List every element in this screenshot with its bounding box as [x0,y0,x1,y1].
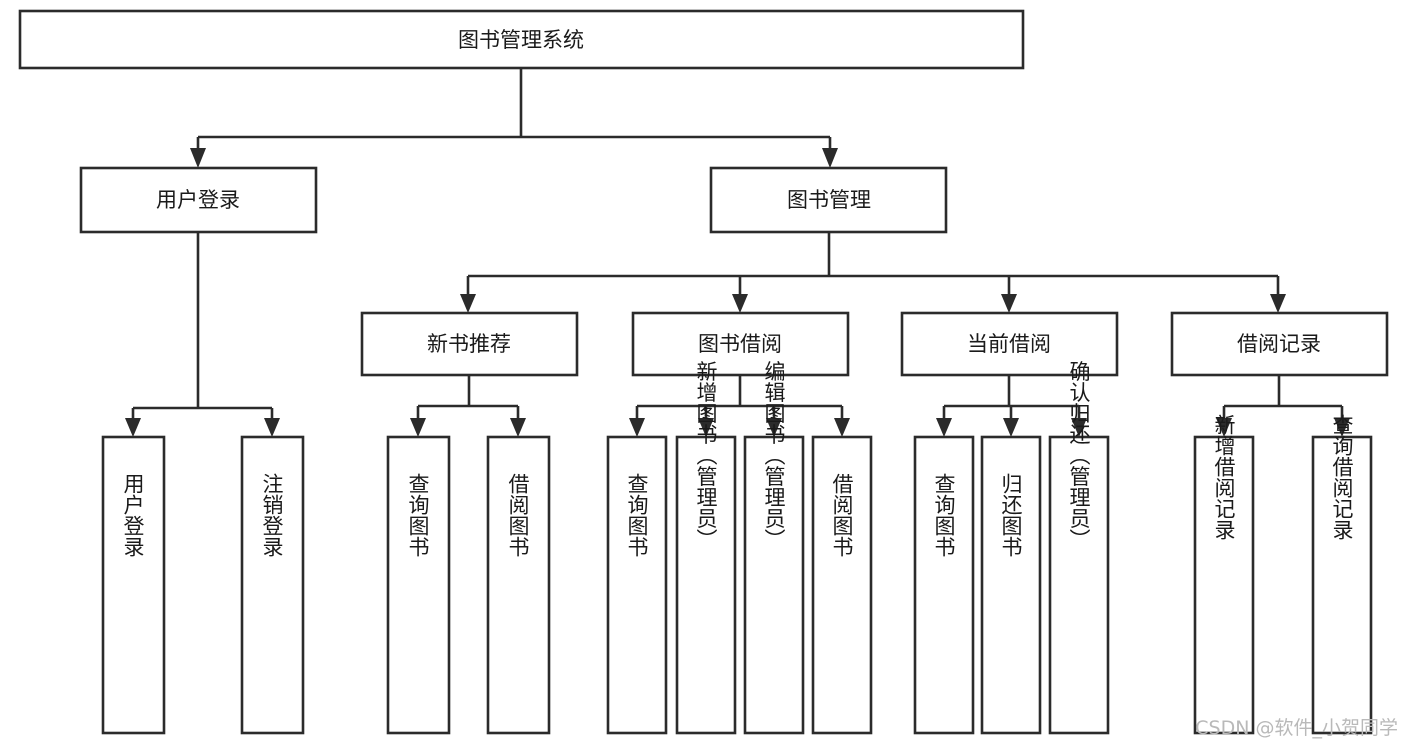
book-borrow-box[interactable] [631,311,850,377]
arrow-bb-leaf3-icon [766,418,782,437]
edges-new-book-rec-to-leaves [410,375,526,437]
leaf-label: 注销登录 [260,473,284,557]
leaf-borrow-record-query[interactable]: 查询借阅记录 [1311,414,1373,735]
arrow-book-manage-icon [822,148,838,168]
arrow-borrow-record-icon [1270,294,1286,313]
edges-root-to-level2 [190,68,838,168]
leaf-box[interactable] [386,435,451,735]
leaf-box[interactable] [1048,435,1110,735]
watermark: CSDN @软件_小贺同学 [1195,717,1398,739]
leaf-label: 编辑图书（管理员） [762,361,786,550]
edges-user-login-to-leaves [125,232,280,437]
leaf-label: 查询图书 [625,473,649,557]
book-manage-box[interactable] [709,166,948,234]
arrow-user-login-icon [190,148,206,168]
leaf-book-borrow-query[interactable]: 查询图书 [606,435,668,735]
leaf-new-book-rec-borrow[interactable]: 借阅图书 [486,435,551,735]
leaf-label: 查询图书 [406,473,430,557]
leaf-book-borrow-add[interactable]: 新增图书（管理员） [675,361,737,735]
edges-current-borrow-to-leaves [936,375,1087,437]
leaf-box[interactable] [811,435,873,735]
leaf-user-login-login[interactable]: 用户登录 [101,435,166,735]
arrow-leaf-logout-icon [264,418,280,437]
new-book-rec-box[interactable] [360,311,579,377]
leaf-current-borrow-query[interactable]: 查询图书 [913,435,975,735]
arrow-br-leaf1-icon [1216,418,1232,437]
root-box[interactable] [18,9,1025,70]
book-manage-label: 图书管理 [787,188,871,212]
arrow-new-book-rec-icon [460,294,476,313]
leaf-label: 归还图书 [999,473,1023,557]
node-borrow-record[interactable]: 借阅记录 [1170,311,1389,377]
leaf-box[interactable] [240,435,305,735]
arrow-leaf-user-login-icon [125,418,141,437]
leaf-current-borrow-return[interactable]: 归还图书 [980,435,1042,735]
leaf-label: 新增图书（管理员） [694,361,718,550]
leaf-user-login-logout[interactable]: 注销登录 [240,435,305,735]
arrow-nbr-leaf1-icon [410,418,426,437]
root-label: 图书管理系统 [458,28,584,52]
edges-book-borrow-to-leaves [629,375,850,437]
borrow-record-box[interactable] [1170,311,1389,377]
leaf-box[interactable] [675,435,737,735]
leaf-box[interactable] [1193,435,1255,735]
borrow-record-label: 借阅记录 [1237,332,1321,356]
leaf-label: 确认归还（管理员） [1067,361,1091,550]
node-book-borrow[interactable]: 图书借阅 [631,311,850,377]
leaf-book-borrow-edit[interactable]: 编辑图书（管理员） [743,361,805,735]
node-root[interactable]: 图书管理系统 [18,9,1025,70]
leaf-label: 借阅图书 [830,473,854,557]
node-user-login[interactable]: 用户登录 [79,166,318,234]
leaf-label: 查询借阅记录 [1330,414,1354,540]
arrow-cb-leaf2-icon [1003,418,1019,437]
arrow-cb-leaf1-icon [936,418,952,437]
node-current-borrow[interactable]: 当前借阅 [900,311,1119,377]
leaf-box[interactable] [980,435,1042,735]
leaf-box[interactable] [486,435,551,735]
arrow-nbr-leaf2-icon [510,418,526,437]
node-book-manage[interactable]: 图书管理 [709,166,948,234]
leaf-label: 用户登录 [121,473,145,557]
leaf-box[interactable] [913,435,975,735]
leaf-borrow-record-add[interactable]: 新增借阅记录 [1193,414,1255,735]
arrow-bb-leaf4-icon [834,418,850,437]
leaf-label: 借阅图书 [506,473,530,557]
current-borrow-label: 当前借阅 [967,332,1051,356]
leaf-new-book-rec-query[interactable]: 查询图书 [386,435,451,735]
leaf-current-borrow-confirm[interactable]: 确认归还（管理员） [1048,361,1110,735]
leaf-box[interactable] [101,435,166,735]
node-new-book-rec[interactable]: 新书推荐 [360,311,579,377]
new-book-rec-label: 新书推荐 [427,332,511,356]
arrow-br-leaf2-icon [1334,418,1350,437]
arrow-cb-leaf3-icon [1071,418,1087,437]
book-borrow-label: 图书借阅 [698,332,782,356]
arrow-book-borrow-icon [732,294,748,313]
leaf-box[interactable] [743,435,805,735]
leaf-box[interactable] [1311,435,1373,735]
arrow-bb-leaf1-icon [629,418,645,437]
edges-book-manage-to-level3 [460,232,1286,313]
arrow-bb-leaf2-icon [698,418,714,437]
edges-borrow-record-to-leaves [1216,375,1350,437]
leaf-book-borrow-borrow[interactable]: 借阅图书 [811,435,873,735]
user-login-label: 用户登录 [156,188,240,212]
arrow-current-borrow-icon [1001,294,1017,313]
leaf-label: 查询图书 [932,473,956,557]
current-borrow-box[interactable] [900,311,1119,377]
leaf-box[interactable] [606,435,668,735]
leaf-label: 新增借阅记录 [1212,414,1236,540]
